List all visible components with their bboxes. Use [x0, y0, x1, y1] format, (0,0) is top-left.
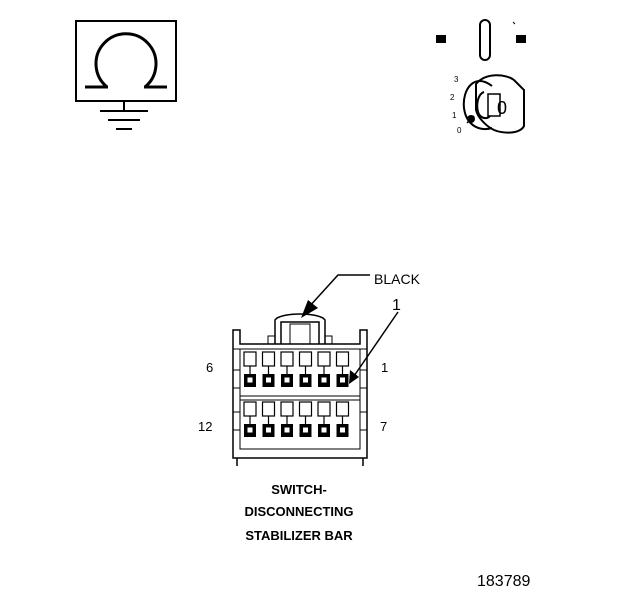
pin-callout-arrow	[349, 370, 359, 384]
connector-pins	[243, 351, 350, 437]
ignition-position-3: 3	[454, 75, 459, 84]
connector-pin	[280, 351, 294, 387]
ohmmeter-icon	[75, 20, 177, 130]
caption-line-1: SWITCH-	[271, 482, 327, 497]
pin-label-6: 6	[206, 360, 213, 375]
pin-label-12: 12	[198, 419, 212, 434]
connector-pin	[335, 351, 350, 387]
pin-label-1: 1	[381, 360, 388, 375]
pin-callout-label: 1	[392, 297, 401, 314]
connector-pin	[280, 401, 294, 437]
caption-line-3: STABILIZER BAR	[245, 528, 353, 543]
connector-pin	[335, 401, 350, 437]
pin-label-7: 7	[380, 419, 387, 434]
connector-pin	[317, 351, 331, 387]
connector-pin	[317, 401, 331, 437]
connector-pin	[261, 351, 276, 387]
ignition-position-2: 2	[450, 93, 455, 102]
figure-number: 183789	[477, 573, 530, 590]
connector-pin	[298, 401, 313, 437]
connector-body	[232, 313, 368, 466]
black-callout-arrow	[301, 300, 318, 318]
ignition-switch-icon	[436, 19, 526, 134]
caption-line-2: DISCONNECTING	[244, 504, 353, 519]
key-position-label: 0	[497, 98, 507, 118]
ignition-position-0: 0	[457, 126, 462, 135]
color-callout-label: BLACK	[374, 271, 421, 287]
black-callout-line	[307, 274, 370, 309]
connector-pin	[261, 401, 276, 437]
pin-callout-line	[353, 311, 399, 377]
connector-pin	[298, 351, 313, 387]
ignition-position-1: 1	[452, 111, 457, 120]
connector-pin	[243, 401, 257, 437]
connector-pin	[243, 351, 257, 387]
